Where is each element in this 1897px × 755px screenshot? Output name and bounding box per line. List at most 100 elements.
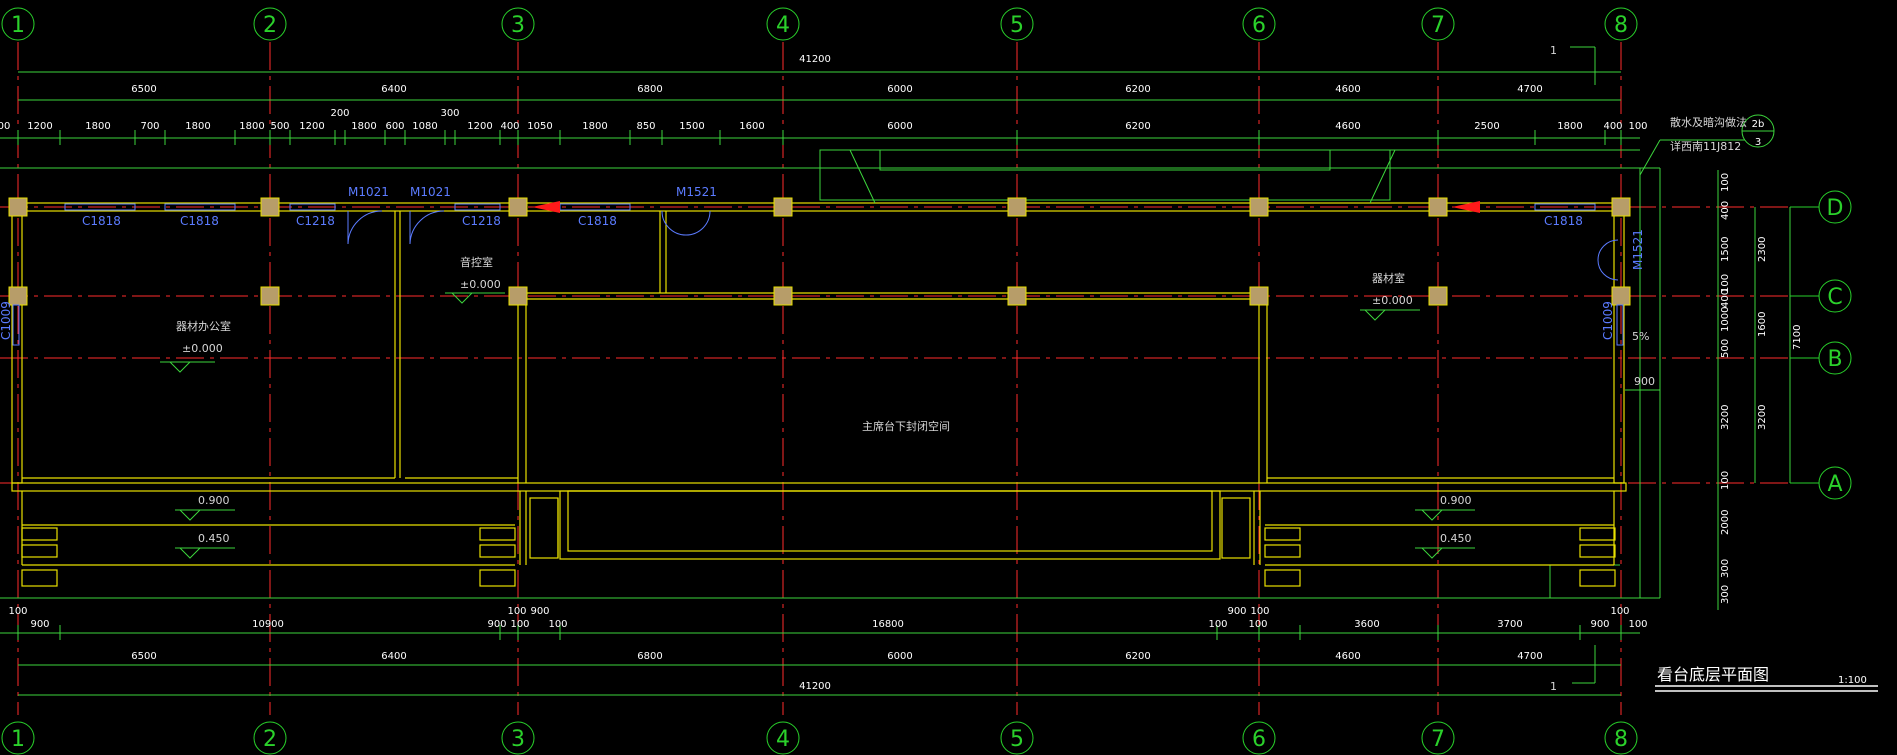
column — [508, 286, 528, 306]
dim-right-inner: 500 — [1720, 339, 1731, 358]
bottom-ticks — [17, 625, 1622, 640]
grid-bubble-5 — [1000, 7, 1034, 41]
dim-top-detail: 500 — [270, 121, 289, 132]
door-label: M1521 — [1631, 229, 1645, 270]
grid-label-5: 5 — [1010, 727, 1024, 752]
column — [260, 197, 280, 217]
level-label: ±0.000 — [1372, 294, 1413, 307]
dim-bottom-detail: 16800 — [872, 619, 904, 630]
top-dim-texts: 41200 6500 6400 6800 6000 6200 4600 4700… — [0, 54, 1648, 132]
dim-right-mid: 3200 — [1757, 405, 1768, 430]
direction-arrows — [532, 201, 1480, 213]
dim-top-bay-5: 6200 — [1125, 84, 1150, 95]
dim-top-detail: 1800 — [85, 121, 110, 132]
dim-top-bay-3: 6800 — [637, 84, 662, 95]
window-label: C1218 — [296, 214, 335, 228]
notes: 散水及暗沟做法 详西南11J812 2b 3 1 1 看台底层平面图 1:100 — [1550, 44, 1867, 693]
dim-bottom-detail: 900 — [1590, 619, 1609, 630]
grid-label-C: C — [1827, 285, 1842, 310]
grid-label-3: 3 — [511, 13, 525, 38]
room-label-closed-space: 主席台下封闭空间 — [862, 419, 950, 433]
dim-top-detail: 100 — [1628, 121, 1647, 132]
dim-bottom-detail: 3700 — [1497, 619, 1522, 630]
dim-bottom-bay: 6800 — [637, 651, 662, 662]
dim-top-detail: 1800 — [582, 121, 607, 132]
dim-bottom-bay: 4700 — [1517, 651, 1542, 662]
drain-note-line-2: 详西南11J812 — [1670, 139, 1741, 153]
doors — [347, 210, 1619, 281]
dim-bottom-detail: 3600 — [1354, 619, 1379, 630]
dim-top-detail: 1200 — [27, 121, 52, 132]
grid-label-1: 1 — [11, 13, 25, 38]
column — [1007, 197, 1027, 217]
dim-top-bay-7: 4700 — [1517, 84, 1542, 95]
dim-top-bay-4: 6000 — [887, 84, 912, 95]
drawing-scale: 1:100 — [1838, 675, 1867, 686]
dim-right-inner: 400 — [1720, 289, 1731, 308]
dim-top-small: 200 — [330, 108, 349, 119]
dim-bottom-small: 100 — [1250, 606, 1269, 617]
dim-right-inner: 3200 — [1720, 405, 1731, 430]
grid-bubble-3 — [501, 7, 535, 41]
level-label: ±0.000 — [182, 342, 223, 355]
bottom-dim-texts: 100 100 900 900 100 100 900 10900 900 10… — [8, 606, 1647, 692]
dim-top-detail: 1080 — [412, 121, 437, 132]
grid-label-6: 6 — [1252, 13, 1266, 38]
dim-top-bay-6: 4600 — [1335, 84, 1360, 95]
dim-label: 900 — [1634, 375, 1655, 388]
window-label: C1009 — [0, 301, 13, 340]
dim-top-detail: 1050 — [527, 121, 552, 132]
drain-outline — [0, 149, 1641, 599]
dim-bottom-bay: 6000 — [887, 651, 912, 662]
dim-right-inner: 1000 — [1720, 307, 1731, 332]
grid-label-4: 4 — [776, 727, 790, 752]
grid-bubble-7 — [1421, 7, 1455, 41]
column — [1007, 286, 1027, 306]
window-label: C1818 — [1544, 214, 1583, 228]
dim-top-detail: 700 — [140, 121, 159, 132]
window-label: C1218 — [462, 214, 501, 228]
grid-label-2: 2 — [263, 727, 277, 752]
window-label: C1818 — [180, 214, 219, 228]
window-label: C1818 — [578, 214, 617, 228]
dim-top-detail: 1800 — [239, 121, 264, 132]
grid-bubble-6 — [1242, 7, 1276, 41]
room-label-office: 器材办公室 — [176, 319, 231, 333]
grid-bubble-2 — [253, 7, 287, 41]
grid-bubble-4 — [766, 7, 800, 41]
grid-label-3: 3 — [511, 727, 525, 752]
level-label: 0.450 — [1440, 532, 1472, 545]
grid-label-4: 4 — [776, 13, 790, 38]
door-label: M1021 — [410, 185, 451, 199]
dim-top-detail: 600 — [385, 121, 404, 132]
dim-top-detail: 4600 — [1335, 121, 1360, 132]
dim-top-small: 300 — [440, 108, 459, 119]
drain-note-line-1: 散水及暗沟做法 — [1670, 115, 1747, 129]
dim-right-mid: 1600 — [1757, 312, 1768, 337]
dim-top-detail: 1200 — [299, 121, 324, 132]
column — [1428, 286, 1448, 306]
room-label-equipment: 器材室 — [1372, 271, 1405, 285]
grid-bubble-2 — [253, 721, 287, 755]
grid-bubble-6 — [1242, 721, 1276, 755]
level-label: 0.450 — [198, 532, 230, 545]
grid-bubble-1 — [1, 7, 35, 41]
dim-top-detail: 6000 — [887, 121, 912, 132]
dim-top-detail: 400 — [1603, 121, 1622, 132]
grid-label-B: B — [1827, 347, 1842, 372]
dim-right-inner: 300 — [1720, 559, 1731, 578]
room-labels: 器材办公室 ±0.000 音控室 ±0.000 器材室 ±0.000 主席台下封… — [176, 255, 1655, 545]
dim-top-total: 41200 — [799, 54, 831, 65]
dim-bottom-small: 100 — [8, 606, 27, 617]
grid-bubble-7 — [1421, 721, 1455, 755]
top-ticks — [17, 130, 1622, 145]
right-dim-texts: 100 400 1500 100 400 1000 500 3200 100 2… — [1720, 173, 1803, 604]
grid-lines — [0, 42, 1815, 715]
column — [773, 286, 793, 306]
grid-label-A: A — [1827, 472, 1842, 497]
grid-bubble-8 — [1604, 721, 1638, 755]
dim-top-detail: 400 — [500, 121, 519, 132]
drawing-title: 看台底层平面图 — [1657, 665, 1769, 684]
dim-top-detail: 850 — [636, 121, 655, 132]
